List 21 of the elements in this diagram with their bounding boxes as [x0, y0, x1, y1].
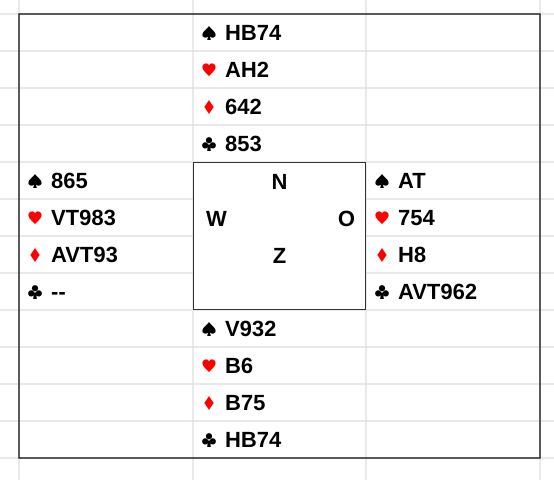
card-holding: --: [51, 278, 66, 306]
compass-letter: N: [270, 168, 288, 196]
card-holding: AH2: [225, 56, 270, 84]
card-holding: VT983: [51, 204, 116, 232]
card-holding: V932: [225, 315, 276, 343]
card-holding: AVT962: [398, 278, 478, 306]
card-holding: H8: [398, 241, 426, 269]
card-holding: AT: [398, 167, 426, 195]
card-holding: 853: [225, 130, 262, 158]
compass-letter: Z: [272, 242, 288, 270]
card-holding: 642: [225, 93, 262, 121]
card-holding: 865: [51, 167, 88, 195]
card-holding: B6: [225, 352, 254, 380]
card-holding: 754: [398, 204, 435, 232]
compass-box: [193, 162, 366, 310]
card-holding: B75: [225, 389, 266, 417]
card-holding: AVT93: [51, 241, 118, 269]
compass-letter: W: [206, 205, 227, 233]
card-holding: HB74: [225, 426, 282, 454]
card-holding: HB74: [225, 19, 282, 47]
compass-letter: O: [338, 205, 355, 233]
